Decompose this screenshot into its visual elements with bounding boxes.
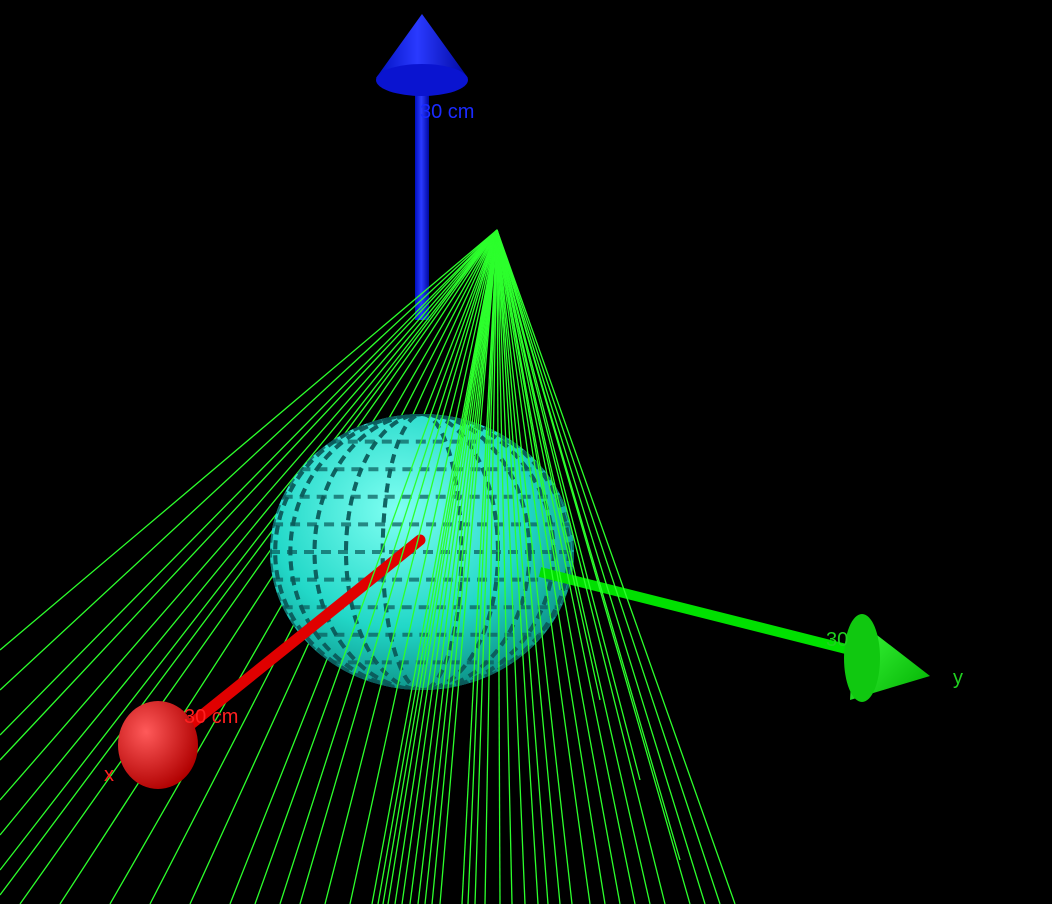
ray-bottom-25: [496, 229, 561, 904]
ray-left-3: [0, 229, 498, 761]
y-axis-shaft: [538, 567, 872, 660]
ray-bottom-3: [324, 229, 498, 904]
ray-bottom-10: [401, 229, 498, 904]
ray-bottom-2: [299, 229, 498, 904]
ray-bottom-14: [431, 229, 498, 904]
ray-bottom-22: [496, 229, 526, 904]
ray-bottom-34: [496, 229, 706, 904]
y-axis-letter: y: [953, 667, 963, 689]
ray-bottom-5: [371, 229, 498, 904]
ray-bottom-28: [496, 229, 606, 904]
y-axis-arrowhead-base: [844, 614, 880, 702]
ray-left-8: [19, 229, 498, 904]
ray-left-1: [0, 229, 498, 691]
x-axis: 30 cm x: [104, 534, 426, 789]
ray-bottom-31: [496, 229, 651, 904]
ray-left-5: [0, 229, 498, 836]
ray-bottom-9: [394, 229, 498, 904]
ray-bottom-8: [387, 229, 498, 904]
ray-bottom-6: [377, 229, 498, 904]
ray-bottom-29: [496, 229, 621, 904]
z-axis-arrowhead-base: [376, 64, 468, 96]
x-axis-letter: x: [104, 764, 114, 786]
ray-bottom-26: [496, 229, 573, 904]
x-axis-tick-label: 30 cm: [184, 706, 238, 728]
ray-bottom-30: [496, 229, 636, 904]
ray-right-2: [496, 229, 641, 781]
ray-left-2: [0, 229, 498, 736]
ray-left-7: [0, 229, 498, 896]
ray-bottom-23: [496, 229, 539, 904]
ray-bottom-15: [439, 229, 498, 904]
ray-bottom-7: [382, 229, 498, 904]
ray-bottom-20: [496, 229, 501, 904]
ray-bottom-16: [461, 229, 498, 904]
ray-bottom-27: [496, 229, 591, 904]
ray-right-3: [496, 229, 681, 861]
z-axis-shaft: [415, 85, 429, 320]
z-axis-arrowhead: [376, 14, 468, 78]
ray-bottom-12: [417, 229, 498, 904]
ray-bottom-35: [496, 229, 721, 904]
ray-bottom-1: [279, 229, 498, 904]
ray-bottom-0: [254, 229, 498, 904]
ray-right-1: [496, 229, 601, 701]
ray-bottom-24: [496, 229, 549, 904]
ray-bottom-17: [467, 229, 498, 904]
z-axis-tick-label: 30 cm: [420, 101, 474, 123]
ray-bottom-18: [474, 229, 498, 904]
x-axis-arrowhead: [118, 701, 198, 789]
ray-fan-front: [254, 229, 736, 904]
ray-bottom-36: [496, 229, 736, 904]
ray-bottom-19: [484, 229, 498, 904]
ray-bottom-21: [496, 229, 513, 904]
y-axis-tick-label: 30: [826, 629, 848, 651]
ray-left-4: [0, 229, 498, 801]
ray-left-6: [0, 229, 498, 871]
ray-bottom-4: [349, 229, 498, 904]
z-axis: 30 cm: [376, 14, 474, 320]
ray-bottom-32: [496, 229, 666, 904]
ray-bottom-13: [424, 229, 498, 904]
ray-fan-back: [0, 229, 498, 904]
y-axis: 30 y: [538, 567, 963, 702]
ray-bottom-11: [409, 229, 498, 904]
x-axis-shaft: [159, 534, 426, 751]
ray-right-0: [496, 229, 561, 591]
ray-left-0: [0, 229, 498, 651]
